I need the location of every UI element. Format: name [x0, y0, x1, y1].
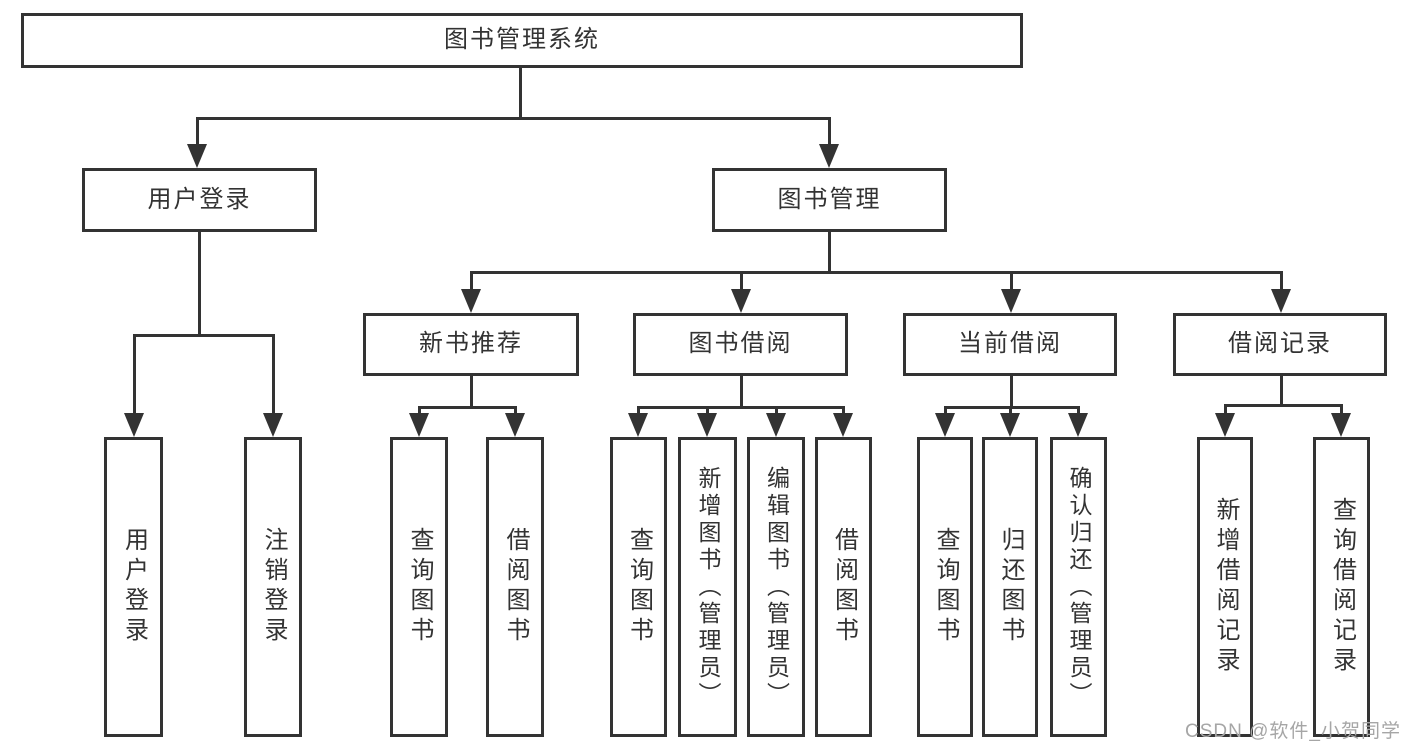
arrowhead-down-icon — [935, 413, 955, 437]
node-borrow-record: 借阅记录 — [1173, 313, 1387, 376]
arrowhead-down-icon — [1068, 413, 1088, 437]
node-label-leaf-return-book: 归还图书 — [997, 527, 1024, 647]
node-label-leaf-confirm-return: 确认归还（管理员） — [1066, 465, 1092, 709]
arrowhead-down-icon — [1000, 413, 1020, 437]
node-user-login: 用户登录 — [82, 168, 317, 232]
node-book-borrow: 图书借阅 — [633, 313, 848, 376]
connector-vline — [133, 335, 136, 416]
arrowhead-down-icon — [731, 289, 751, 313]
connector-vline — [1009, 407, 1012, 416]
connector-vline — [1340, 405, 1343, 416]
arrowhead-down-icon — [819, 144, 839, 168]
node-leaf-query-record: 查询借阅记录 — [1313, 437, 1370, 737]
arrowhead-down-icon — [505, 413, 525, 437]
node-root: 图书管理系统 — [21, 13, 1023, 68]
node-label-leaf-logout: 注销登录 — [260, 527, 287, 647]
node-leaf-query-book-b: 查询图书 — [610, 437, 667, 737]
arrowhead-down-icon — [833, 413, 853, 437]
node-label-leaf-query-book-c: 查询图书 — [932, 527, 959, 647]
node-leaf-borrow-book-b: 借阅图书 — [815, 437, 872, 737]
arrowhead-down-icon — [1215, 413, 1235, 437]
connector-vline — [1280, 376, 1283, 407]
node-leaf-logout: 注销登录 — [244, 437, 302, 737]
connector-vline — [196, 118, 199, 146]
node-label-leaf-borrow-book-a: 借阅图书 — [502, 527, 529, 647]
connector-vline — [706, 407, 709, 416]
node-leaf-confirm-return: 确认归还（管理员） — [1050, 437, 1107, 737]
connector-vline — [842, 407, 845, 416]
connector-vline — [1010, 376, 1013, 409]
arrowhead-down-icon — [461, 289, 481, 313]
node-label-leaf-query-book-b: 查询图书 — [625, 527, 653, 647]
node-label-book-borrow: 图书借阅 — [688, 330, 793, 358]
arrowhead-down-icon — [697, 413, 717, 437]
arrowhead-down-icon — [409, 413, 429, 437]
connector-hline — [196, 117, 831, 120]
arrowhead-down-icon — [766, 413, 786, 437]
connector-hline — [637, 406, 845, 409]
node-label-book-management: 图书管理 — [777, 185, 882, 213]
connector-hline — [133, 334, 275, 337]
node-leaf-add-book: 新增图书（管理员） — [678, 437, 737, 737]
node-label-borrow-record: 借阅记录 — [1228, 330, 1332, 358]
connector-vline — [1224, 405, 1227, 416]
node-label-user-login: 用户登录 — [147, 185, 252, 213]
connector-vline — [470, 376, 473, 409]
connector-vline — [828, 232, 831, 274]
arrowhead-down-icon — [1001, 289, 1021, 313]
node-label-leaf-borrow-book-b: 借阅图书 — [830, 527, 858, 647]
csdn-watermark: CSDN @软件_小贺同学 — [1185, 721, 1401, 742]
node-label-leaf-add-book: 新增图书（管理员） — [695, 465, 721, 709]
connector-vline — [1010, 272, 1013, 291]
connector-vline — [198, 232, 201, 337]
arrowhead-down-icon — [628, 413, 648, 437]
arrowhead-down-icon — [124, 413, 144, 437]
connector-vline — [740, 272, 743, 291]
node-label-leaf-user-login: 用户登录 — [120, 527, 148, 647]
connector-vline — [740, 376, 743, 409]
connector-vline — [470, 272, 473, 291]
connector-vline — [519, 68, 522, 120]
arrowhead-down-icon — [1331, 413, 1351, 437]
node-label-leaf-edit-book: 编辑图书（管理员） — [763, 465, 790, 709]
connector-vline — [637, 407, 640, 416]
connector-vline — [775, 407, 778, 416]
node-current-borrow: 当前借阅 — [903, 313, 1117, 376]
connector-hline — [470, 271, 1283, 274]
arrowhead-down-icon — [187, 144, 207, 168]
connector-vline — [944, 407, 947, 416]
connector-vline — [1280, 272, 1283, 291]
connector-vline — [418, 407, 421, 416]
arrowhead-down-icon — [263, 413, 283, 437]
node-leaf-borrow-book-a: 借阅图书 — [486, 437, 544, 737]
connector-vline — [272, 335, 275, 416]
node-leaf-return-book: 归还图书 — [982, 437, 1038, 737]
node-label-leaf-query-record: 查询借阅记录 — [1328, 497, 1356, 677]
node-leaf-add-record: 新增借阅记录 — [1197, 437, 1253, 737]
connector-vline — [514, 407, 517, 416]
node-leaf-user-login: 用户登录 — [104, 437, 163, 737]
connector-vline — [1077, 407, 1080, 416]
node-new-book-recommend: 新书推荐 — [363, 313, 579, 376]
node-leaf-query-book-c: 查询图书 — [917, 437, 973, 737]
node-label-current-borrow: 当前借阅 — [958, 330, 1062, 358]
node-label-root: 图书管理系统 — [444, 26, 600, 54]
connector-hline — [418, 406, 517, 409]
node-leaf-edit-book: 编辑图书（管理员） — [747, 437, 805, 737]
node-leaf-query-book-a: 查询图书 — [390, 437, 448, 737]
connector-hline — [1224, 404, 1343, 407]
node-label-leaf-query-book-a: 查询图书 — [406, 527, 433, 647]
node-label-leaf-add-record: 新增借阅记录 — [1212, 497, 1239, 677]
arrowhead-down-icon — [1271, 289, 1291, 313]
node-book-management: 图书管理 — [712, 168, 947, 232]
connector-vline — [828, 118, 831, 146]
node-label-new-book-recommend: 新书推荐 — [419, 330, 523, 358]
connector-hline — [944, 406, 1080, 409]
